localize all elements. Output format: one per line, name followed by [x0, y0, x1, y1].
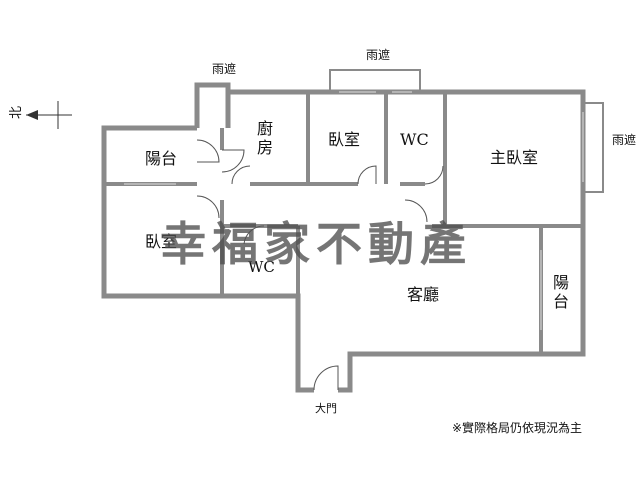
balcony-right-label-line2: 台: [553, 292, 569, 311]
canopy-label-right: 雨遮: [612, 132, 636, 147]
bedroom-mid-label: 臥室: [328, 130, 360, 149]
canopy-label-top-left: 雨遮: [212, 61, 236, 76]
kitchen-label-line2: 房: [257, 138, 273, 157]
living-room-label: 客廳: [407, 285, 439, 304]
north-arrow: 北: [9, 101, 72, 129]
windows: [124, 91, 584, 330]
balcony-left-label: 陽台: [145, 149, 177, 168]
canopy-label-top-mid: 雨遮: [366, 47, 390, 62]
balcony-right-label-line1: 陽: [553, 273, 569, 292]
main-door-label: 大門: [315, 401, 337, 415]
bedroom-left-label: 臥室: [145, 232, 177, 251]
wc-top-label: WC: [400, 130, 429, 149]
kitchen-label-line1: 廚: [257, 119, 273, 138]
doors: [196, 139, 444, 391]
master-bedroom-label: 主臥室: [490, 148, 538, 167]
disclaimer-note: ※實際格局仍依現況為主: [452, 420, 582, 435]
watermark-text: 幸福家不動產: [160, 217, 472, 271]
wc-bottom-label: WC: [248, 258, 275, 276]
compass-label: 北: [9, 106, 24, 119]
